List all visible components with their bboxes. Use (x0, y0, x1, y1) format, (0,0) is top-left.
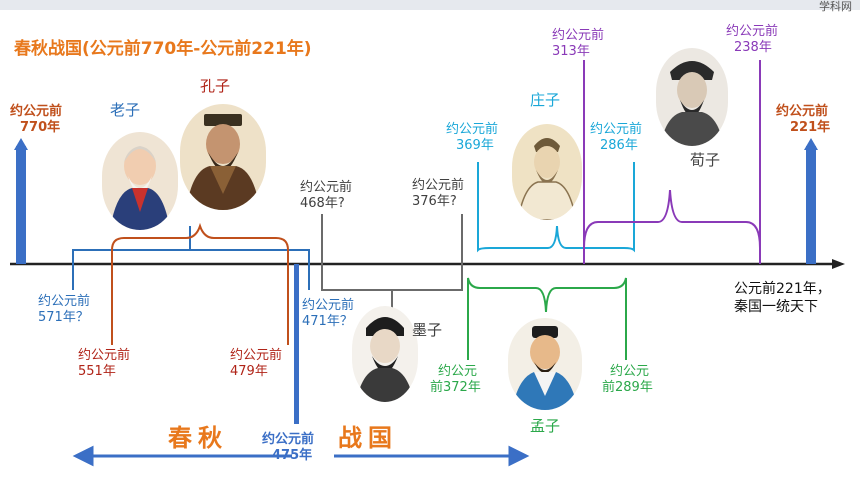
zhanguo-arrow (334, 445, 530, 467)
xunzi-name: 荀子 (690, 151, 721, 169)
end-note: 公元前221年，秦国一统天下 (734, 281, 831, 315)
xunzi-bracket (583, 60, 761, 264)
mengzi-death: 约公元前289年 (602, 364, 653, 395)
timeline-axis-arrow (832, 259, 845, 269)
start-bar-arrow (14, 138, 28, 150)
page-title: 春秋战国(公元前770年-公元前221年) (14, 39, 312, 59)
start-bar (16, 146, 26, 264)
mozi-portrait (352, 306, 418, 402)
zhuangzi-portrait (512, 124, 582, 220)
xunzi-portrait (656, 48, 728, 146)
zhuangzi-bracket (477, 162, 635, 253)
mozi-bracket (321, 214, 463, 310)
laozi-portrait (102, 132, 178, 230)
laozi-name: 老子 (110, 101, 141, 119)
divider-bar (294, 264, 299, 424)
era-chunqiu: 春秋 (168, 424, 228, 452)
end-bar-arrow (804, 138, 818, 150)
kongzi-bracket (111, 222, 289, 345)
zhuangzi-name: 庄子 (530, 91, 561, 109)
watermark-logo: 学科网 (819, 0, 852, 13)
chunqiu-arrow (72, 445, 292, 467)
kongzi-portrait (180, 104, 266, 210)
mengzi-bracket (467, 277, 627, 360)
mengzi-name: 孟子 (530, 417, 561, 435)
era-zhanguo: 战国 (338, 424, 398, 452)
mengzi-portrait (508, 318, 582, 410)
mengzi-birth: 约公元前372年 (430, 364, 481, 395)
top-strip (0, 0, 860, 10)
laozi-bracket (72, 226, 310, 290)
kongzi-name: 孔子 (200, 77, 231, 95)
mozi-name: 墨子 (412, 321, 443, 339)
end-bar (806, 146, 816, 264)
